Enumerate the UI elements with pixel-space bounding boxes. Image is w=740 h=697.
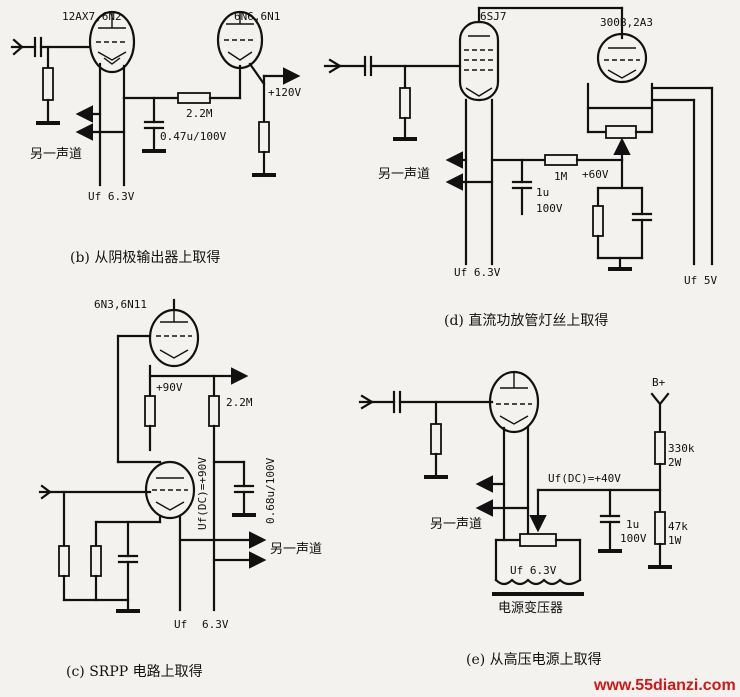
tube2-label-b: 6N6,6N1 (234, 10, 280, 23)
cathode-resistor-d (592, 205, 604, 237)
panel-d: 6SJ7 另一声道 1M +60V 1u 100V Uf 6.3V 300B,2… (323, 6, 717, 329)
resistor-2m2-c (208, 395, 220, 427)
resistor-srpp-c (144, 395, 156, 427)
panel-b: 12AX7,6N2 2.2M 0.47u/100V 另一声道 Uf 6.3V 6… (10, 10, 301, 266)
udc-label-c: Uf(DC)=+90V (196, 457, 209, 530)
panel-e: 另一声道 Uf(DC)=+40V Uf 6.3V 电源变压器 1u 100V B… (358, 370, 695, 668)
grid-resistor-d (399, 87, 411, 119)
c1-label-d: 1u (536, 186, 549, 199)
tube-6n6 (216, 10, 264, 70)
other-channel-c: 另一声道 (270, 542, 322, 557)
hv-label-b: +120V (268, 86, 301, 99)
coupling-capacitor-b (33, 36, 92, 58)
filament-pot-e (519, 533, 557, 547)
c1-label-e: 1u (626, 518, 639, 531)
tube-6sj7 (458, 20, 500, 102)
filament-pot-d (605, 125, 637, 139)
cathode-resistor-c (90, 545, 102, 577)
c2-label-e: 100V (620, 532, 647, 545)
power-transformer-e (492, 578, 584, 596)
input-arrow-b (10, 38, 37, 56)
tube1-label-d: 6SJ7 (480, 10, 507, 23)
caption-e: (e) 从高压电源上取得 (466, 651, 602, 668)
r-label-b: 2.2M (186, 107, 213, 120)
c2-label-d: 100V (536, 202, 563, 215)
cathode-resistor-b (258, 121, 270, 153)
resistor-330k-e (654, 431, 666, 465)
uf2-label-c: 6.3V (202, 618, 229, 631)
v-label-d: +60V (582, 168, 609, 181)
c-label-c: 0.68u/100V (264, 457, 277, 524)
uf-label-c: Uf (174, 618, 187, 631)
panel-c: 6N3,6N11 +90V 2.2M Uf(DC)=+90V 0.68u/100… (38, 298, 322, 680)
r2-label-e: 47k (668, 520, 688, 533)
r-label-c: 2.2M (226, 396, 253, 409)
caption-d: (d) 直流功放管灯丝上取得 (444, 312, 608, 329)
tube-e (488, 370, 540, 434)
resistor-47k-e (654, 511, 666, 545)
udc-label-e: Uf(DC)=+40V (548, 472, 621, 485)
r-label-d: 1M (554, 170, 568, 183)
other-channel-b: 另一声道 (30, 147, 82, 162)
uf-label-b: Uf 6.3V (88, 190, 135, 203)
caption-c: (c) SRPP 电路上取得 (66, 663, 203, 680)
uf-label-e: Uf 6.3V (510, 564, 557, 577)
tube1-label-b: 12AX7,6N2 (62, 10, 122, 23)
tube-6n3-upper (148, 306, 200, 368)
other-channel-d: 另一声道 (378, 167, 430, 182)
tube-12ax7 (88, 10, 136, 74)
tube2-label-d: 300B,2A3 (600, 16, 653, 29)
grid-resistor-c (58, 545, 70, 577)
r1-label-e: 330k (668, 442, 695, 455)
other-channel-e: 另一声道 (430, 517, 482, 532)
r2w-label-e: 1W (668, 534, 682, 547)
grid-resistor-e (430, 423, 442, 455)
bplus-label-e: B+ (652, 376, 666, 389)
tube-6n3-lower (144, 460, 196, 520)
tube-label-c: 6N3,6N11 (94, 298, 147, 311)
caption-b: (b) 从阴极输出器上取得 (70, 249, 220, 266)
v-label-c: +90V (156, 381, 183, 394)
resistor-2m2-b (177, 92, 211, 104)
c-label-b: 0.47u/100V (160, 130, 227, 143)
grid-resistor-b (42, 67, 54, 101)
uf5-label-d: Uf 5V (684, 274, 717, 287)
transformer-label-e: 电源变压器 (498, 600, 563, 616)
watermark: www.55dianzi.com (593, 677, 736, 694)
uf-label-d: Uf 6.3V (454, 266, 501, 279)
tube-300b (596, 32, 648, 84)
r1w-label-e: 2W (668, 456, 682, 469)
resistor-1m-d (544, 154, 578, 166)
